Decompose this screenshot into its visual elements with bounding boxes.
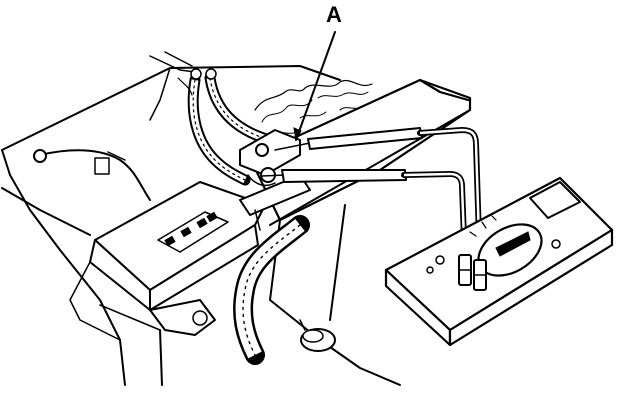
- reservoir-cap: [299, 319, 336, 352]
- fuse-relay-box: [69, 181, 266, 341]
- test-probe-black: [261, 169, 468, 268]
- probe-plugs: [458, 254, 487, 291]
- multimeter-display: [529, 181, 581, 219]
- battery-cable-positive: [204, 72, 276, 146]
- battery-cable-negative: [187, 74, 251, 186]
- test-probe-red: [274, 127, 483, 273]
- battery-hold-down: [239, 174, 311, 231]
- wire-harness: [233, 215, 310, 365]
- cable-ends: [149, 51, 217, 96]
- ground-strap: [33, 149, 151, 201]
- multimeter: [384, 176, 614, 347]
- callout-leader-line: [293, 31, 336, 142]
- callout-label-a: A: [326, 2, 342, 27]
